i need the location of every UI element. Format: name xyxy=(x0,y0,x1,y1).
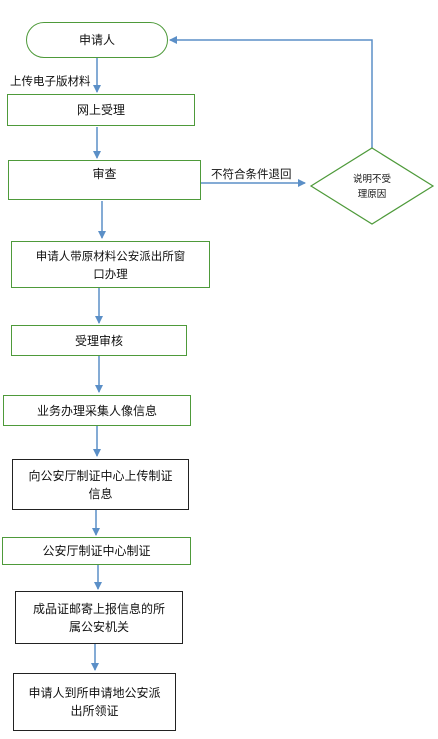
start-node-label: 申请人 xyxy=(78,33,115,47)
collect-portrait-label: 业务办理采集人像信息 xyxy=(36,403,157,418)
collect-portrait-node: 业务办理采集人像信息 xyxy=(3,395,191,426)
reject-label: 不符合条件退回 xyxy=(211,167,292,181)
pickup-node: 申请人到所申请地公安派 出所领证 xyxy=(13,673,176,731)
accept-review-node: 受理审核 xyxy=(11,325,187,356)
arrow-reject-back-to-start xyxy=(169,36,373,148)
make-card-label: 公安厅制证中心制证 xyxy=(42,544,151,558)
review-label: 审查 xyxy=(92,167,117,181)
online-accept-node: 网上受理 xyxy=(7,94,195,126)
bring-materials-node: 申请人带原材料公安派出所窗 口办理 xyxy=(11,241,210,288)
start-node: 申请人 xyxy=(26,22,168,58)
review-node: 审查 xyxy=(8,160,201,200)
reject-reason-text: 说明不受 理原因 xyxy=(352,174,391,200)
upload-center-node: 向公安厅制证中心上传制证 信息 xyxy=(12,459,189,510)
online-accept-label: 网上受理 xyxy=(76,103,125,117)
reject-diamond xyxy=(309,147,435,225)
accept-review-label: 受理审核 xyxy=(74,333,123,348)
mail-card-node: 成品证邮寄上报信息的所 属公安机关 xyxy=(15,591,183,644)
upload-label: 上传电子版材料 xyxy=(10,74,91,88)
make-card-node: 公安厅制证中心制证 xyxy=(2,537,191,565)
